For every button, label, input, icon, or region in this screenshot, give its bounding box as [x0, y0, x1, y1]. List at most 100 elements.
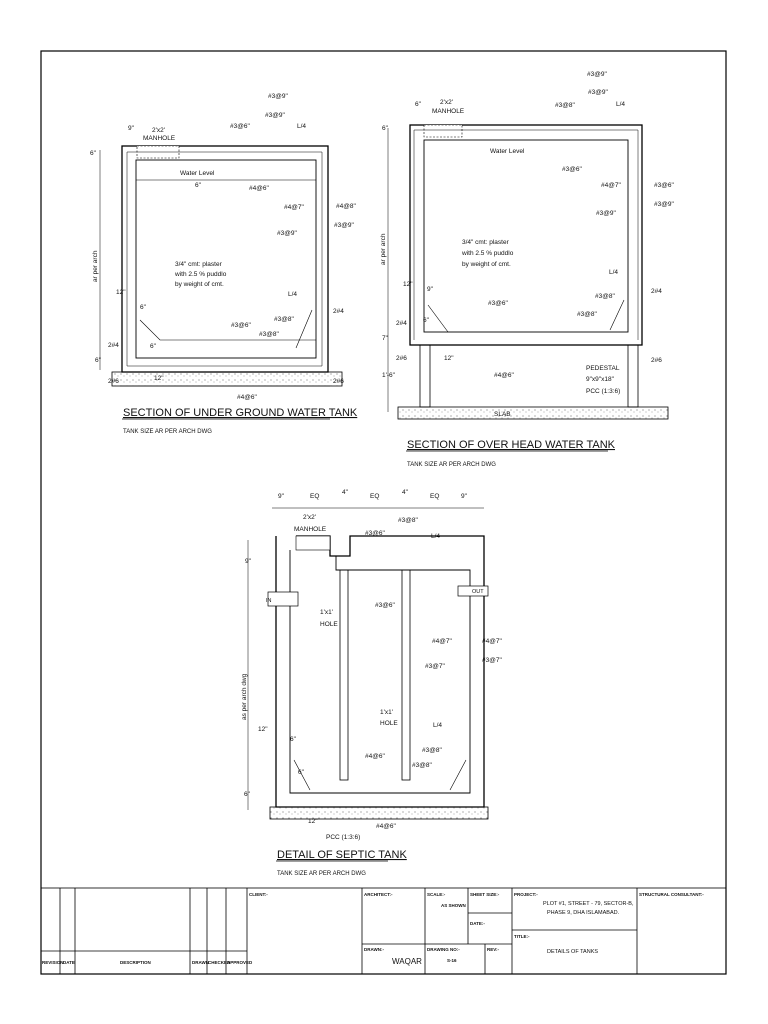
- oh-tank-rebar-label: #3@6": [488, 300, 508, 307]
- septic-dim-w2: 4": [342, 489, 349, 496]
- oh-tank-rebar-label: L/4: [609, 269, 618, 276]
- tb-scale: SCALE:-: [427, 892, 446, 897]
- ug-tank-section: [99, 145, 343, 387]
- oh-tank-rebar-label: #3@8": [595, 293, 615, 300]
- oh-plaster-note-2: with 2.5 % puddlo: [461, 250, 514, 257]
- septic-hole-2: 1'x1'HOLE: [380, 709, 398, 727]
- ug-plaster-note-1: 3/4" cmt: plaster: [175, 261, 223, 268]
- oh-tank-rebar-label: #4@7": [601, 182, 621, 189]
- tb-drawn-label: DRAWN:-: [364, 947, 384, 952]
- ug-tank-rebar-label: 2#4: [333, 308, 344, 315]
- septic-tank-rebar-label: #3@8": [412, 762, 432, 769]
- ug-tank-rebar-label: 6": [150, 343, 157, 350]
- oh-tank-rebar-label: 6": [415, 101, 422, 108]
- oh-pedestal-2: 9"x9"x18": [586, 376, 615, 383]
- oh-tank-rebar-label: #3@6": [654, 182, 674, 189]
- septic-tank-rebar-label: 6": [298, 769, 305, 776]
- tb-title-label: TITLE:-: [514, 934, 530, 939]
- ug-tank-rebar-label: 12": [116, 289, 126, 296]
- oh-tank-rebar-label: 6": [423, 317, 430, 324]
- tb-checked: CHECKED: [208, 960, 231, 965]
- septic-pcc-label: PCC (1:3:6): [326, 834, 360, 841]
- ug-tank-rebar-label: 6": [90, 150, 97, 157]
- tb-project-label: PROJECT:-: [514, 892, 538, 897]
- oh-tank-rebar-label: #3@9": [587, 71, 607, 78]
- ug-plaster-note-3: by weight of cmt.: [175, 281, 224, 288]
- ug-tank-rebar-label: #3@6": [230, 123, 250, 130]
- tb-revision: REVISION: [42, 960, 64, 965]
- ug-tank-rebar-label: 9": [128, 125, 135, 132]
- ug-tank-rebar-label: #4@6": [249, 185, 269, 192]
- ug-tank-rebar-label: L/4: [288, 291, 297, 298]
- septic-dim-w3: 4": [402, 489, 409, 496]
- ug-tank-rebar-label: #3@8": [274, 316, 294, 323]
- septic-rebar-labels: #3@8"#3@6"L/4#3@6"#4@7"#4@7"#3@7"#3@7"L/…: [244, 517, 502, 830]
- oh-tank-rebar-label: 2#6: [396, 355, 407, 362]
- septic-dim-eq1: EQ: [310, 493, 319, 500]
- oh-tank-rebar-label: #3@8": [555, 102, 575, 109]
- ug-manhole-label: 2'x2'MANHOLE: [143, 127, 176, 142]
- oh-tank-rebar-label: 1'-6": [382, 372, 396, 379]
- septic-tank-rebar-label: #4@7": [482, 638, 502, 645]
- tb-drawing-no: S-16: [447, 958, 457, 963]
- oh-tank-rebar-label: 7": [382, 335, 389, 342]
- ug-tank-rebar-label: 2#6: [108, 378, 119, 385]
- septic-dim-w1: 9": [278, 493, 285, 500]
- tb-date-label: DATE:-: [470, 921, 485, 926]
- title-block: [40, 887, 727, 975]
- ug-tank-rebar-label: #3@6": [231, 322, 251, 329]
- septic-dim-eq2: EQ: [370, 493, 379, 500]
- tb-date: DATE: [63, 960, 75, 965]
- tb-project-line1: PLOT #1, STREET - 79, SECTOR-B,: [543, 901, 634, 907]
- ug-tank-rebar-label: #3@8": [259, 331, 279, 338]
- septic-tank-rebar-label: 6": [244, 791, 251, 798]
- oh-pedestal-3: PCC (1:3:6): [586, 388, 620, 395]
- oh-tank-rebar-label: 9": [427, 286, 434, 293]
- septic-tank-rebar-label: #4@6": [376, 823, 396, 830]
- tb-description: DESCRIPTION: [120, 960, 151, 965]
- tb-structural: STRUCTURAL CONSULTANT:-: [639, 892, 704, 897]
- tb-rev-label: REV:-: [487, 947, 500, 952]
- ug-tank-rebar-label: #3@9": [265, 112, 285, 119]
- ug-rebar-labels: #3@9"#3@9"#3@6"L/4#4@6"#4@7"#4@8"#3@9"#3…: [90, 93, 356, 401]
- septic-out-label: OUT: [472, 589, 484, 595]
- tb-project-line2: PHASE 9, DHA ISLAMABAD.: [547, 910, 620, 916]
- septic-height-label: as per arch dwg: [241, 673, 248, 720]
- oh-tank-rebar-label: #3@9": [596, 210, 616, 217]
- oh-plaster-note-1: 3/4" cmt: plaster: [462, 239, 510, 246]
- oh-tank-rebar-label: 12": [403, 281, 413, 288]
- oh-tank-rebar-label: #3@8": [577, 311, 597, 318]
- septic-tank-rebar-label: 12": [308, 818, 318, 825]
- oh-tank-section: [387, 124, 669, 420]
- oh-tank-rebar-label: 2#6: [651, 357, 662, 364]
- tb-approved: APPROVED: [227, 960, 253, 965]
- septic-tank-rebar-label: 6": [290, 736, 297, 743]
- ug-tank-subtitle: TANK SIZE AR PER ARCH DWG: [123, 429, 212, 435]
- oh-height-label: ar per arch: [380, 233, 387, 265]
- septic-dim-eq3: EQ: [430, 493, 439, 500]
- oh-slab-label: SLAB: [494, 411, 511, 418]
- tb-drawn: DRAWN: [192, 960, 209, 965]
- ug-tank-rebar-label: 2#4: [108, 342, 119, 349]
- ug-tank-rebar-label: 6": [195, 182, 202, 189]
- septic-subtitle: TANK SIZE AR PER ARCH DWG: [277, 871, 366, 877]
- ug-tank-rebar-label: 12": [154, 375, 164, 382]
- ug-tank-rebar-label: #4@6": [237, 394, 257, 401]
- tb-title-value: DETAILS OF TANKS: [547, 949, 598, 955]
- septic-tank-rebar-label: 9": [245, 558, 252, 565]
- tb-client: CLIENT:-: [249, 892, 268, 897]
- septic-dim-w4: 9": [461, 493, 468, 500]
- oh-tank-rebar-label: 2#4: [396, 320, 407, 327]
- ug-tank-rebar-label: 2#6: [333, 378, 344, 385]
- septic-title: DETAIL OF SEPTIC TANK: [277, 849, 407, 861]
- septic-tank-rebar-label: #4@7": [432, 638, 452, 645]
- septic-manhole-label: 2'x2'MANHOLE: [294, 514, 327, 533]
- ug-tank-title: SECTION OF UNDER GROUND WATER TANK: [123, 407, 358, 419]
- ug-water-level: Water Level: [180, 170, 215, 177]
- tb-drawn-by: WAQAR: [392, 957, 422, 966]
- ug-tank-rebar-label: #3@9": [268, 93, 288, 100]
- oh-tank-rebar-label: 6": [382, 125, 389, 132]
- ug-tank-rebar-label: #3@9": [334, 222, 354, 229]
- oh-tank-rebar-label: #4@6": [494, 372, 514, 379]
